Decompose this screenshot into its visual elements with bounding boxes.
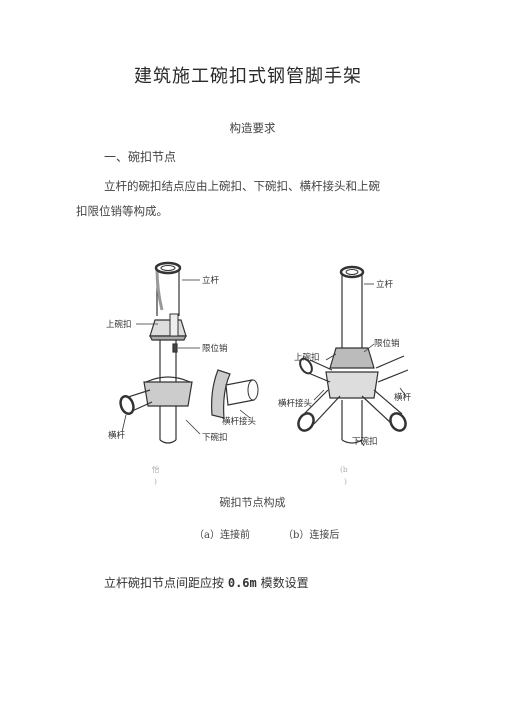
fig-a-marker-2: ) <box>154 477 157 486</box>
paragraph-line-1: 立杆的碗扣结点应由上碗扣、下碗扣、横杆接头和上碗 <box>104 179 380 193</box>
spacing-value: 0.6m <box>227 576 257 590</box>
fig-a-label-pin: 限位销 <box>202 343 228 354</box>
figure-subcaption-b: （b）连接后 <box>283 530 340 541</box>
fig-b-label-pin: 限位销 <box>374 338 400 349</box>
fig-a-label-crossbar: 横杆 <box>108 430 126 441</box>
fig-b-label-pole: 立杆 <box>376 279 394 290</box>
fig-a-marker: 怡 <box>152 464 160 474</box>
fig-b-marker: (b <box>340 465 348 474</box>
section-subtitle: 构造要求 <box>229 121 276 135</box>
fig-a-label-lower-bowl: 下碗扣 <box>202 432 228 443</box>
fig-b-label-lower-bowl: 下碗扣 <box>352 436 378 447</box>
fig-a-label-pole: 立杆 <box>202 275 220 286</box>
spacing-requirement-line: 立杆碗扣节点间距应按 0.6m 模数设置 <box>104 574 309 591</box>
spacing-text-prefix: 立杆碗扣节点间距应按 <box>104 576 225 590</box>
section-heading-1: 一、碗扣节点 <box>104 150 177 164</box>
paragraph-line-2: 扣限位销等构成。 <box>76 204 168 218</box>
document-title: 建筑施工碗扣式钢管脚手架 <box>134 66 362 87</box>
spacing-text-suffix: 模数设置 <box>260 576 309 590</box>
fig-a-label-upper-bowl: 上碗扣 <box>106 319 132 330</box>
fig-a-label-crossbar-joint: 横杆接头 <box>222 416 257 427</box>
fig-b-label-crossbar: 横杆 <box>394 392 412 403</box>
figure-a <box>119 261 259 444</box>
fig-b-label-crossbar-joint: 横杆接头 <box>278 398 313 409</box>
fig-b-label-upper-bowl: 上碗扣 <box>294 352 320 363</box>
fig-b-marker-2: ) <box>344 477 347 486</box>
bowl-joint-figure: 立杆 上碗扣 限位销 横杆 横杆接头 下碗扣 怡 ) <box>106 261 412 486</box>
figure-caption: 碗扣节点构成 <box>219 496 286 509</box>
figure-subcaption-a: （a）连接前 <box>194 530 250 541</box>
figure-b <box>297 265 409 447</box>
